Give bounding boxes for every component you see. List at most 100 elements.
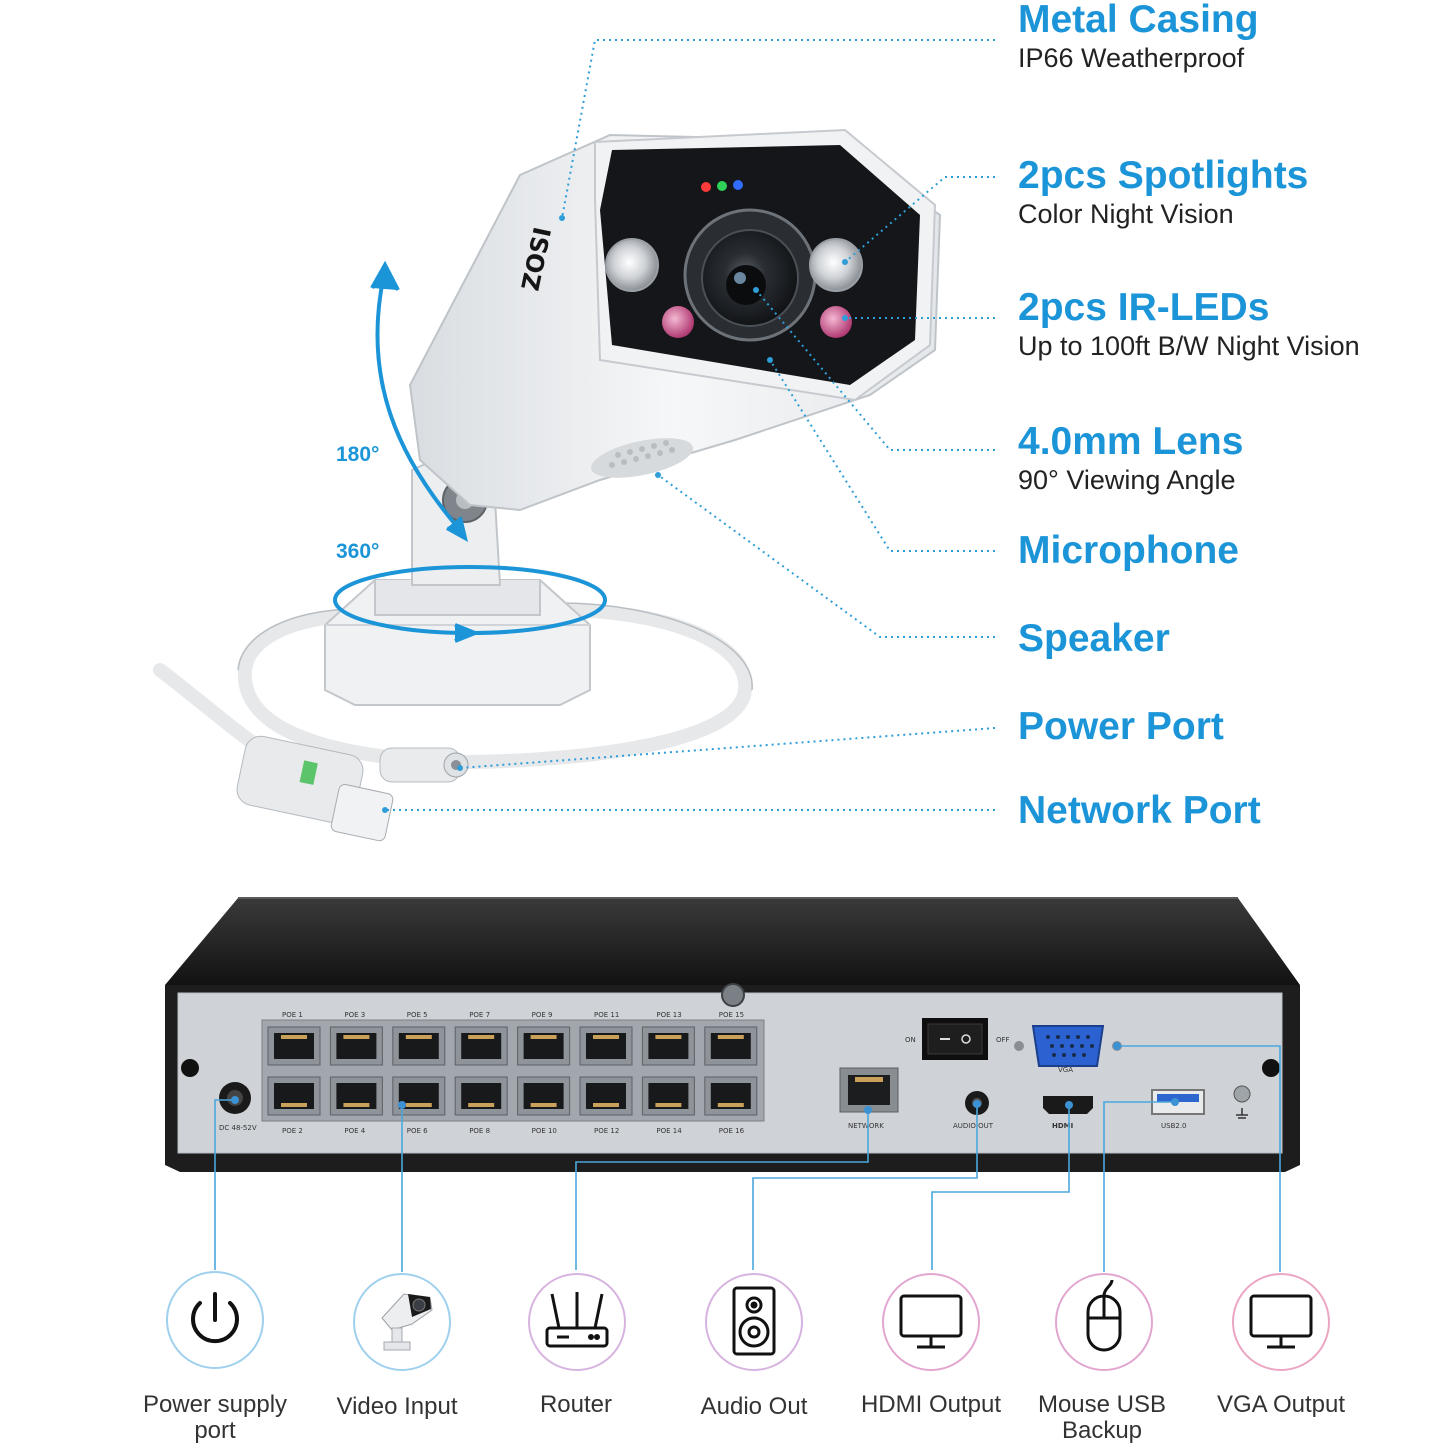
poe-port-label: POE 3 [344,1011,365,1019]
label-mouse-usb-backup: Mouse USB Backup [1037,1391,1167,1444]
network-connector [236,735,394,842]
camera-leader-dots [382,215,848,813]
power-switch[interactable] [922,1018,988,1060]
network-port-label: NETWORK [848,1122,884,1130]
poe-port[interactable] [454,1076,508,1116]
poe-port-grid [267,1026,758,1116]
poe-port[interactable] [267,1076,321,1116]
callout-subtitle: Up to 100ft B/W Night Vision [1018,331,1360,361]
vga-port-label: VGA [1058,1066,1073,1074]
callout-title: Network Port [1018,789,1261,832]
callout-lens: 4.0mm Lens 90° Viewing Angle [1018,420,1243,496]
rotation-360-label: 360° [336,540,380,563]
router-icon-circle [527,1272,627,1372]
poe-port-label: POE 14 [656,1127,682,1135]
poe-port[interactable] [579,1026,633,1066]
callout-title: 4.0mm Lens [1018,420,1244,463]
callout-subtitle: 90° Viewing Angle [1018,465,1236,495]
poe-port-label: POE 10 [532,1127,557,1135]
poe-port-label: POE 11 [594,1011,619,1019]
callout-metal-casing: Metal Casing IP66 Weatherproof [1018,0,1259,74]
callout-title: Power Port [1018,705,1224,748]
label-vga-output: VGA Output [1216,1391,1346,1418]
poe-port-label: POE 4 [344,1127,365,1135]
mouse-usb-icon-circle [1054,1272,1154,1372]
mouse-icon [1086,1279,1122,1352]
poe-port[interactable] [267,1026,321,1066]
switch-on-label: ON [905,1036,916,1044]
poe-port[interactable] [329,1076,383,1116]
poe-port-label: POE 9 [532,1011,553,1019]
hdmi-port-label: HDMI [1052,1122,1073,1130]
vga-output-icon-circle [1231,1272,1331,1372]
hdmi-output-icon-circle [881,1272,981,1372]
poe-port[interactable] [579,1076,633,1116]
camera-icon [381,1293,433,1351]
network-port[interactable] [839,1067,899,1113]
poe-port-label: POE 16 [719,1127,745,1135]
camera-mount [324,453,591,706]
rotation-180-arrow [370,260,468,542]
poe-port[interactable] [517,1076,571,1116]
poe-port[interactable] [392,1026,446,1066]
video-input-icon-circle [352,1272,452,1372]
router-icon [545,1292,609,1348]
poe-port-label: POE 12 [594,1127,619,1135]
callout-microphone: Microphone [1018,529,1239,573]
nvr-connection-lines [214,1045,1281,1272]
callout-title: Metal Casing [1018,0,1259,41]
poe-port-label: POE 1 [282,1011,303,1019]
poe-port[interactable] [454,1026,508,1066]
callout-speaker: Speaker [1018,617,1170,661]
nvr-connection-dots [231,1042,1179,1114]
callout-network-port: Network Port [1018,789,1261,833]
status-leds [701,180,743,192]
callout-title: 2pcs IR-LEDs [1018,286,1270,329]
camera-illustration: ZOSI [153,128,942,842]
monitor-icon [899,1294,963,1349]
poe-port[interactable] [704,1026,758,1066]
callout-subtitle: IP66 Weatherproof [1018,43,1245,73]
label-video-input: Video Input [336,1393,458,1420]
poe-port[interactable] [704,1076,758,1116]
poe-port-label: POE 15 [719,1011,744,1019]
vga-port[interactable] [1014,1025,1122,1067]
poe-port[interactable] [392,1076,446,1116]
poe-port-label: POE 13 [656,1011,681,1019]
poe-port[interactable] [641,1026,695,1066]
poe-port[interactable] [517,1026,571,1066]
label-router: Router [539,1391,613,1418]
callout-power-port: Power Port [1018,705,1224,749]
ir-leds [662,306,852,338]
callout-title: 2pcs Spotlights [1018,154,1309,197]
spotlights [605,238,863,292]
callout-title: Microphone [1018,529,1239,572]
power-supply-icon-circle [165,1270,265,1370]
rotation-360-arrow [333,565,607,643]
callout-spotlights: 2pcs Spotlights Color Night Vision [1018,154,1308,230]
monitor-icon [1249,1294,1313,1349]
poe-port[interactable] [641,1076,695,1116]
audio-out-icon-circle [704,1272,804,1372]
power-connector [379,747,469,783]
poe-port-label: POE 8 [469,1127,490,1135]
camera-leader-lines [385,39,996,811]
rotation-180-label: 180° [336,443,380,466]
poe-port-label: POE 6 [407,1127,428,1135]
poe-port[interactable] [329,1026,383,1066]
label-audio-out: Audio Out [700,1393,808,1420]
callout-subtitle: Color Night Vision [1018,199,1234,229]
callout-ir-leds: 2pcs IR-LEDs Up to 100ft B/W Night Visio… [1018,286,1360,362]
camera-lens [683,208,817,342]
label-hdmi-output: HDMI Output [860,1391,1002,1418]
ground-terminal-icon [1233,1085,1251,1119]
label-power-supply-port: Power supply port [142,1391,288,1444]
dc-label: DC 48-52V [219,1124,257,1132]
callout-title: Speaker [1018,617,1170,660]
audio-out-label: AUDIO OUT [953,1122,994,1130]
power-icon [191,1292,239,1344]
poe-port-label: POE 2 [282,1127,303,1135]
speaker-icon [732,1286,776,1356]
